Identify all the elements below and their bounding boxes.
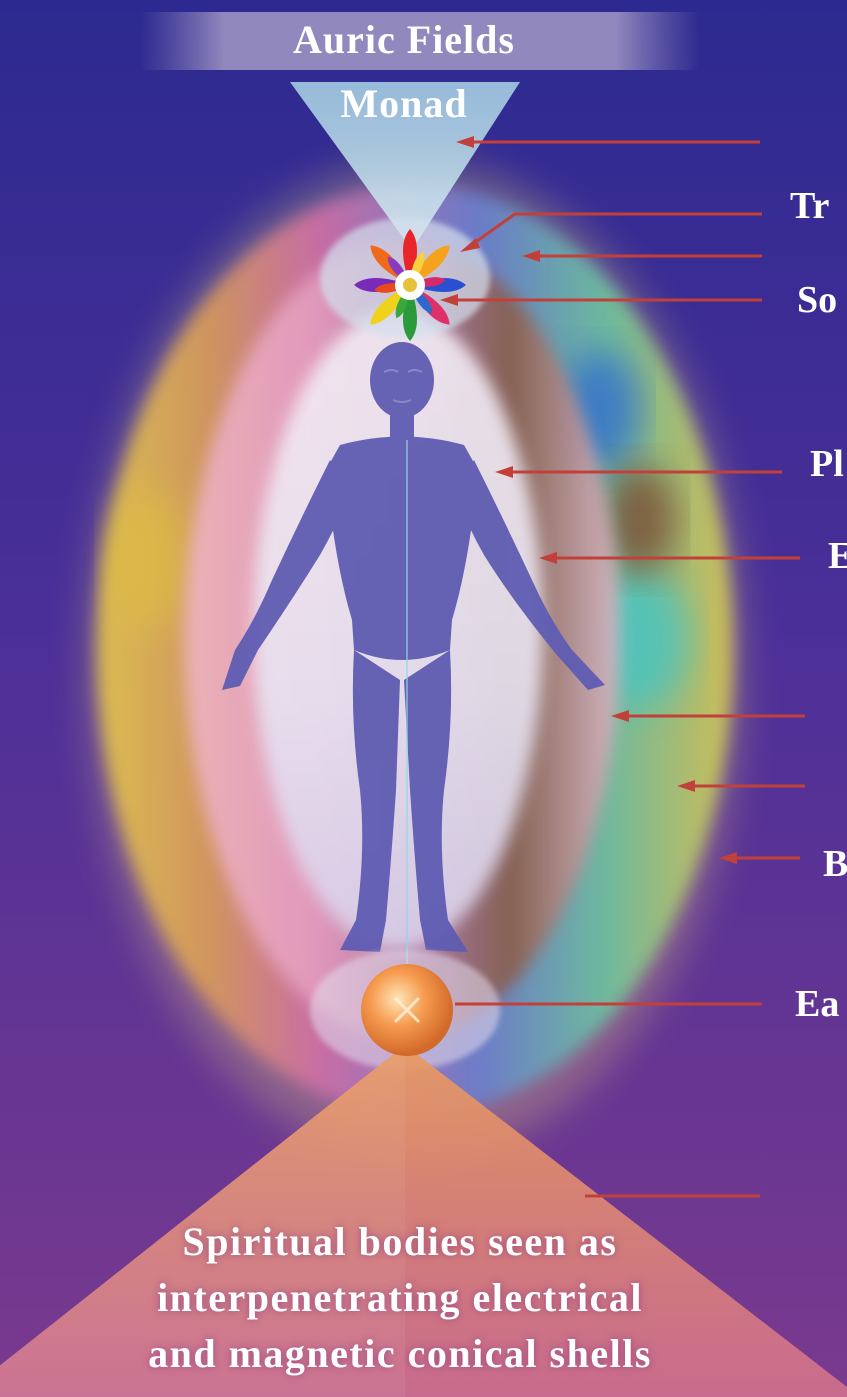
monad-label: Monad (0, 80, 808, 127)
side-label-tr: Tr (790, 184, 829, 228)
side-label-b: B (823, 842, 847, 886)
side-label-e: E (828, 534, 847, 578)
lotus-flower-icon (354, 229, 466, 341)
diagram-title: Auric Fields (0, 16, 808, 63)
side-label-ea: Ea (795, 982, 839, 1026)
caption-line-3: and magnetic conical shells (0, 1330, 800, 1377)
side-label-pl: Pl (810, 442, 844, 486)
yellow-blotch (110, 490, 190, 630)
caption-line-1: Spiritual bodies seen as (0, 1218, 800, 1265)
caption-line-2: interpenetrating electrical (0, 1274, 800, 1321)
side-label-so: So (797, 278, 837, 322)
